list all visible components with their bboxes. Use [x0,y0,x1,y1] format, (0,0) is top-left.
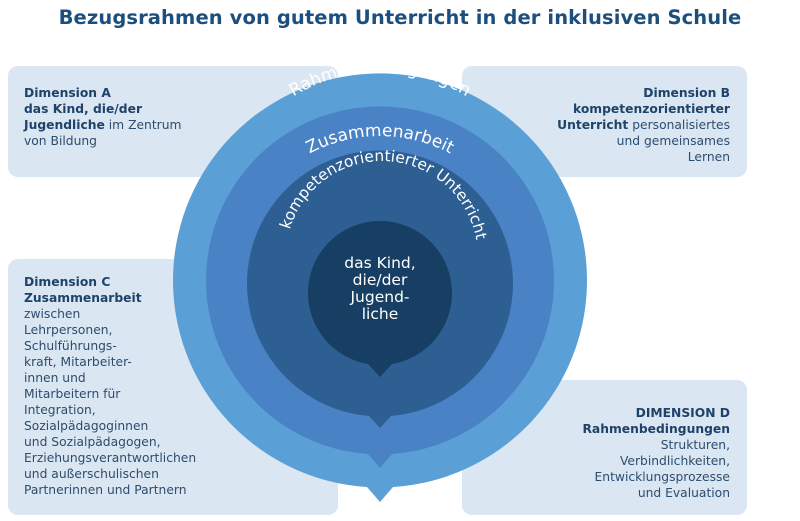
dimension-c-text-line: Lehrpersonen, [24,323,113,337]
dimension-c-heading-line: Dimension C [24,275,111,289]
dimension-a-text-line: im Zentrum [108,118,182,132]
core-label-line: Jugend- [350,288,410,306]
dimension-d-heading-line: Rahmenbedingungen [582,422,730,436]
core-label-line: liche [361,305,399,323]
dimension-c-text-line: Schulführungs- [24,339,117,353]
dimension-c-text-line: und außerschulischen [24,467,159,481]
dimension-c-text-line: zwischen [24,307,81,321]
dimension-b-text-line: und gemeinsames [616,134,730,148]
dimension-d-text-line: Entwicklungsprozesse [594,470,730,484]
dimension-d-text: DIMENSION D Rahmenbedingungen Strukturen… [500,405,730,501]
dimension-c-text-line: und Sozialpädagogen, [24,435,161,449]
dimension-b-text: Dimension B kompetenzorientierter Unterr… [500,85,730,165]
dimension-d-text-line: Verbindlichkeiten, [619,454,730,468]
dimension-c-text-line: kraft, Mitarbeiter- [24,355,132,369]
dimension-d-text-line: Strukturen, [660,438,730,452]
dimension-a-heading-line: das Kind, die/der [24,102,143,116]
dimension-c-heading-line: Zusammenarbeit [24,291,142,305]
dimension-d-text-line: und Evaluation [637,486,730,500]
dimension-a-text-line: von Bildung [24,134,97,148]
dimension-c-text-line: Partnerinnen und Partnern [24,483,187,497]
core-circle [308,221,453,377]
dimension-a-heading-line: Jugendliche [24,118,105,132]
dimension-c-text-line: innen und [24,371,86,385]
dimension-b-heading-line: kompetenzorientierter [573,102,730,116]
page-title: Bezugsrahmen von gutem Unterricht in der… [58,6,742,29]
dimension-b-heading-line: Unterricht [557,118,629,132]
dimension-c-text: Dimension C Zusammenarbeit zwischen Lehr… [24,274,239,498]
dimension-c-text-line: Integration, [24,403,96,417]
dimension-a-text: Dimension A das Kind, die/der Jugendlich… [24,85,234,149]
dimension-b-text-line: Lernen [687,150,730,164]
dimension-d-heading-line: DIMENSION D [635,406,730,420]
dimension-b-text-line: personalisiertes [632,118,730,132]
core-label-line: das Kind, [344,254,416,272]
dimension-c-text-line: Erziehungsverantwortlichen [24,451,197,465]
core-label: das Kind, die/der Jugend- liche [320,255,440,323]
dimension-a-heading-line: Dimension A [24,86,111,100]
dimension-b-heading-line: Dimension B [643,86,730,100]
dimension-c-text-line: Mitarbeitern für [24,387,121,401]
dimension-c-text-line: Sozialpädagoginnen [24,419,149,433]
core-label-line: die/der [352,271,408,289]
